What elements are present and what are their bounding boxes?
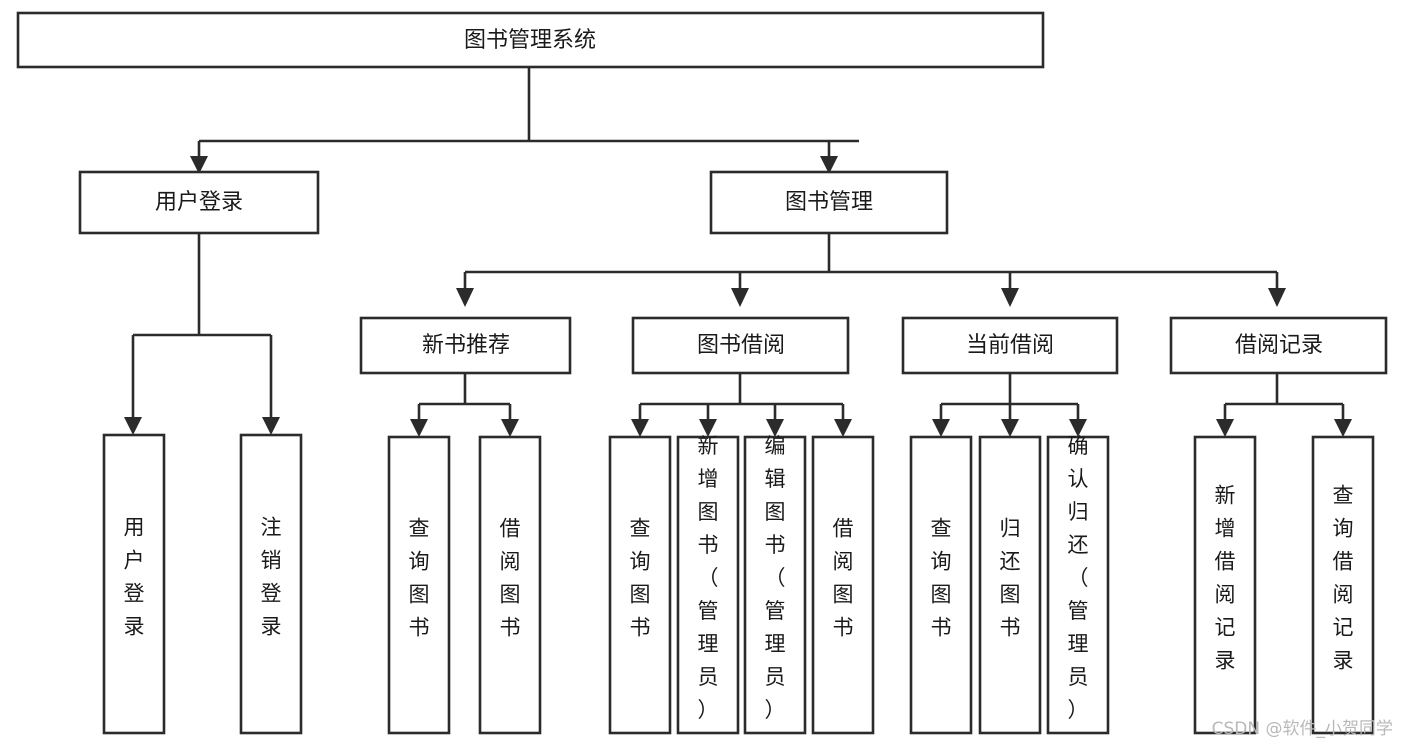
leaf-add-book[interactable]: 新增图书（管理员） (676, 434, 740, 735)
leaf-add-book-label: 新增图书（管理员） (698, 434, 719, 722)
node-current-borrow-label: 当前借阅 (966, 333, 1054, 358)
arrow-head-current-borrow (1001, 288, 1019, 307)
leaf-query-record[interactable]: 查询借阅记录 (1311, 435, 1375, 735)
arrow-head-leaf-return-book (1001, 419, 1019, 437)
node-root-box[interactable] (16, 11, 1045, 69)
leaf-borrow-book-2-label: 借阅图书 (833, 517, 854, 640)
leaf-borrow-book-1-label: 借阅图书 (500, 517, 521, 640)
leaf-query-book-3[interactable]: 查询图书 (909, 435, 973, 735)
arrow-head-leaf-query-book-2 (631, 419, 649, 437)
leaf-add-record[interactable]: 新增借阅记录 (1193, 435, 1257, 735)
leaf-user-logout-box[interactable] (239, 433, 303, 735)
arrow-head-leaf-query-record (1334, 419, 1352, 437)
node-user-login-box[interactable] (78, 170, 320, 235)
arrow-head-leaf-confirm-return (1069, 419, 1087, 437)
arrow-head-leaf-borrow-book-2 (834, 419, 852, 437)
leaf-query-book-1[interactable]: 查询图书 (387, 435, 451, 735)
leaf-query-book-2[interactable]: 查询图书 (608, 435, 672, 735)
leaf-query-book-2-label: 查询图书 (630, 517, 651, 640)
arrow-head-borrow-record (1268, 288, 1286, 307)
arrow-head-leaf-add-book (699, 419, 717, 437)
node-book-management-label: 图书管理 (785, 190, 873, 215)
node-root-label: 图书管理系统 (464, 28, 596, 53)
leaf-borrow-book-1[interactable]: 借阅图书 (478, 435, 542, 735)
leaf-user-logout[interactable]: 注销登录 (239, 433, 303, 735)
leaf-edit-book[interactable]: 编辑图书（管理员） (743, 434, 807, 735)
node-book-management-box[interactable] (709, 170, 949, 235)
leaf-user-login-label: 用户登录 (124, 516, 145, 639)
leaf-add-record-label: 新增借阅记录 (1215, 484, 1236, 673)
leaf-confirm-return[interactable]: 确认归还（管理员） (1046, 434, 1110, 735)
leaf-query-record-label: 查询借阅记录 (1333, 484, 1354, 673)
node-root[interactable]: 图书管理系统 (16, 11, 1045, 69)
csdn-watermark: CSDN @软件_小贺同学 (1211, 719, 1393, 739)
leaf-borrow-book-2[interactable]: 借阅图书 (811, 435, 875, 735)
node-book-borrow-label: 图书借阅 (697, 333, 785, 358)
node-user-login-label: 用户登录 (155, 190, 243, 215)
node-current-borrow-box[interactable] (901, 316, 1119, 375)
arrow-head-leaf-user-logout (262, 417, 280, 435)
leaf-query-book-2-box[interactable] (608, 435, 672, 735)
leaf-confirm-return-label: 确认归还（管理员） (1068, 434, 1089, 722)
leaf-query-record-box[interactable] (1311, 435, 1375, 735)
leaf-edit-book-box[interactable] (743, 435, 807, 735)
leaf-edit-book-label: 编辑图书（管理员） (765, 434, 786, 722)
node-book-management[interactable]: 图书管理 (709, 170, 949, 235)
node-new-book-recommend-label: 新书推荐 (422, 333, 510, 358)
leaf-add-book-box[interactable] (676, 435, 740, 735)
node-book-borrow-box[interactable] (631, 316, 850, 375)
leaf-user-login-box[interactable] (102, 433, 166, 735)
leaf-query-book-3-box[interactable] (909, 435, 973, 735)
arrow-head-leaf-edit-book (766, 419, 784, 437)
arrow-head-leaf-query-book-3 (932, 419, 950, 437)
node-book-borrow[interactable]: 图书借阅 (631, 316, 850, 375)
node-borrow-record-box[interactable] (1169, 316, 1388, 375)
node-borrow-record[interactable]: 借阅记录 (1169, 316, 1388, 375)
leaf-user-logout-label: 注销登录 (261, 516, 282, 639)
arrow-head-book-borrow (731, 288, 749, 307)
leaf-confirm-return-box[interactable] (1046, 435, 1110, 735)
leaf-borrow-book-1-box[interactable] (478, 435, 542, 735)
node-new-book-recommend-box[interactable] (359, 316, 572, 375)
leaf-user-login[interactable]: 用户登录 (102, 433, 166, 735)
leaf-return-book-label: 归还图书 (1000, 517, 1021, 640)
arrow-head-leaf-borrow-book-1 (501, 419, 519, 437)
arrow-head-user-login (190, 156, 208, 174)
leaf-return-book-box[interactable] (978, 435, 1042, 735)
arrow-head-leaf-user-login (124, 417, 142, 435)
leaf-query-book-1-label: 查询图书 (409, 517, 430, 640)
node-current-borrow[interactable]: 当前借阅 (901, 316, 1119, 375)
arrow-head-leaf-add-record (1216, 419, 1234, 437)
leaf-query-book-1-box[interactable] (387, 435, 451, 735)
leaf-query-book-3-label: 查询图书 (931, 517, 952, 640)
node-user-login[interactable]: 用户登录 (78, 170, 320, 235)
leaf-borrow-book-2-box[interactable] (811, 435, 875, 735)
arrow-head-leaf-query-book-1 (410, 419, 428, 437)
leaf-add-record-box[interactable] (1193, 435, 1257, 735)
arrow-head-book-management (820, 156, 838, 174)
node-borrow-record-label: 借阅记录 (1235, 333, 1323, 358)
connector-layer (124, 67, 1352, 437)
node-new-book-recommend[interactable]: 新书推荐 (359, 316, 572, 375)
leaf-return-book[interactable]: 归还图书 (978, 435, 1042, 735)
arrow-head-new-book-recommend (456, 288, 474, 307)
